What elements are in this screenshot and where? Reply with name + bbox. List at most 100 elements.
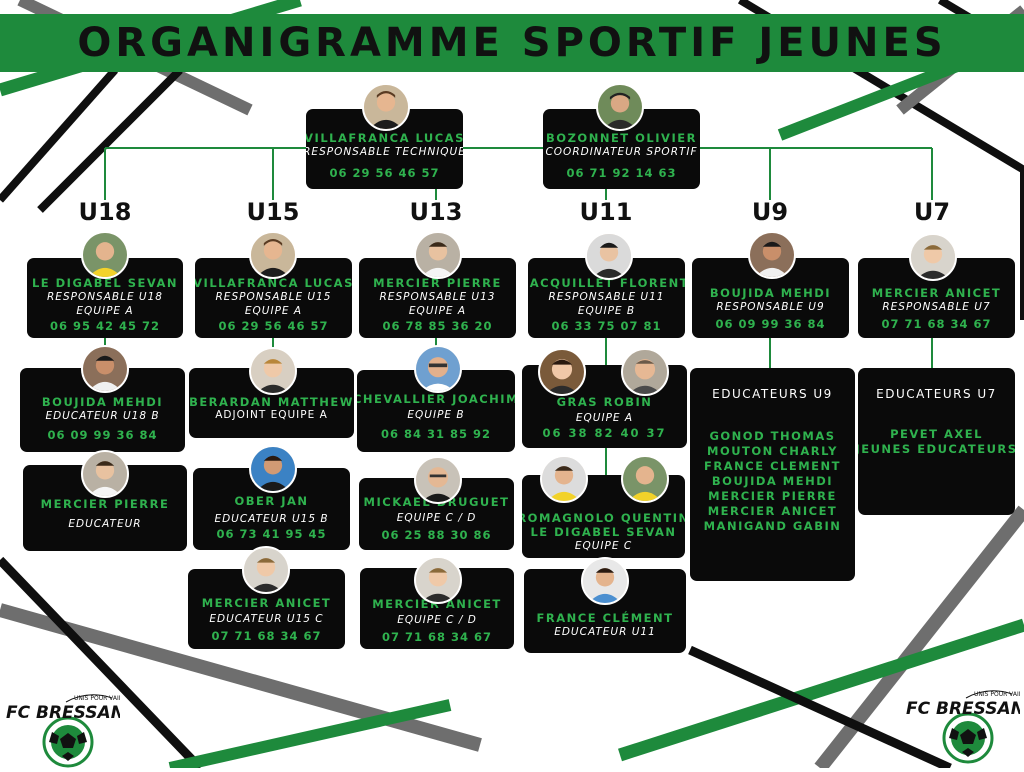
card-u7-educateurs: EDUCATEURS U7 PEVET AXEL JEUNES EDUCATEU… <box>858 368 1015 515</box>
person-name: JACQUILLET FLORENT <box>528 276 685 290</box>
person-phone: 06 09 99 36 84 <box>715 317 826 331</box>
club-crest-icon: FC BRESSANS UNIS POUR VAINCRE <box>906 690 1024 764</box>
person-phone: 06 84 31 85 92 <box>380 427 492 441</box>
card-u15-adjoint: BERARDAN MATTHEW ADJOINT EQUIPE A <box>189 368 354 438</box>
person-name: FRANCE CLÉMENT <box>536 611 674 625</box>
title-banner: ORGANIGRAMME SPORTIF JEUNES <box>0 14 1024 72</box>
person-phone: 06 71 92 14 63 <box>566 166 677 180</box>
person-phone: 06 29 56 46 57 <box>329 166 440 180</box>
person-name: BERARDAN MATTHEW <box>189 395 354 409</box>
avatar <box>249 445 297 493</box>
avatar <box>414 231 462 279</box>
category-label-u15: U15 <box>246 198 300 226</box>
avatar <box>242 546 290 594</box>
person-phone: 07 71 68 34 67 <box>211 629 322 643</box>
avatar <box>414 456 462 504</box>
person-name: LE DIGABEL SEVAN <box>31 276 179 290</box>
person-phone: 07 71 68 34 67 <box>881 317 992 331</box>
club-logo-right: FC BRESSANS UNIS POUR VAINCRE <box>904 684 1024 764</box>
educator-name: PEVET AXEL <box>890 427 983 441</box>
avatar <box>585 232 633 280</box>
person-name: MERCIER ANICET <box>201 596 332 610</box>
card-u9-educateurs: EDUCATEURS U9 GONOD THOMAS MOUTON CHARLY… <box>690 368 855 581</box>
person-name: GRAS ROBIN <box>556 394 653 409</box>
avatar <box>81 345 129 393</box>
person-phone: 06 38 82 40 37 <box>542 425 667 440</box>
educator-name: GONOD THOMAS <box>709 429 836 443</box>
person-role: EQUIPE C / D <box>397 613 477 626</box>
person-phone: 06 73 41 95 45 <box>216 527 327 541</box>
category-label-u9: U9 <box>751 198 789 226</box>
person-role: RESPONSABLE U11 <box>548 291 665 303</box>
person-phone: 06 29 56 46 57 <box>218 319 329 333</box>
person-role: EQUIPE C <box>574 539 633 552</box>
person-role: EDUCATEUR <box>68 518 142 530</box>
educator-name: JEUNES EDUCATEURS <box>858 442 1015 456</box>
card-u13-responsable: MERCIER PIERRE RESPONSABLE U13 EQUIPE A … <box>359 258 516 338</box>
person-team: EQUIPE B <box>577 305 636 317</box>
person-phone: 06 95 42 45 72 <box>49 319 161 333</box>
person-role: EQUIPE C / D <box>396 512 477 524</box>
person-role: RESPONSABLE U7 <box>882 301 991 313</box>
person-team: EQUIPE A <box>76 305 134 317</box>
card-u18-responsable: LE DIGABEL SEVAN RESPONSABLE U18 EQUIPE … <box>27 258 183 338</box>
educator-name: FRANCE CLEMENT <box>704 459 841 473</box>
avatar <box>621 455 669 503</box>
page-title: ORGANIGRAMME SPORTIF JEUNES <box>77 20 947 66</box>
person-name: BOZONNET OLIVIER <box>546 131 697 145</box>
avatar <box>540 455 588 503</box>
person-name: MERCIER PIERRE <box>373 276 502 290</box>
person-role: EDUCATEUR U11 <box>554 626 656 638</box>
person-role: EQUIPE A <box>575 411 634 424</box>
person-team: EQUIPE A <box>408 305 467 317</box>
avatar <box>538 348 586 396</box>
avatar <box>909 233 957 281</box>
educator-name: MOUTON CHARLY <box>707 444 838 458</box>
person-name: MERCIER PIERRE <box>40 497 170 511</box>
svg-text:UNIS POUR VAINCRE: UNIS POUR VAINCRE <box>974 691 1020 698</box>
person-name: OBER JAN <box>234 494 309 508</box>
card-u9-responsable: BOUJIDA MEHDI RESPONSABLE U9 06 09 99 36… <box>692 258 849 338</box>
person-role: COORDINATEUR SPORTIF <box>545 146 698 158</box>
category-label-u18: U18 <box>78 198 132 226</box>
person-name-2: LE DIGABEL SEVAN <box>530 524 677 539</box>
person-name: MERCIER ANICET <box>871 286 1002 300</box>
person-role: RESPONSABLE U9 <box>716 301 825 313</box>
person-role: RESPONSABLE U13 <box>379 291 496 303</box>
person-role: EDUCATEUR U15 B <box>214 513 329 525</box>
person-name: BOUJIDA MEHDI <box>41 395 164 409</box>
person-role: RESPONSABLE TECHNIQUE <box>306 146 463 158</box>
person-phone: 06 09 99 36 84 <box>47 428 158 442</box>
svg-text:UNIS POUR VAINCRE: UNIS POUR VAINCRE <box>74 695 120 702</box>
person-phone: 06 78 85 36 20 <box>382 319 493 333</box>
avatar <box>249 231 297 279</box>
person-role: RESPONSABLE U18 <box>47 291 163 303</box>
svg-text:FC BRESSANS: FC BRESSANS <box>906 699 1020 719</box>
avatar <box>414 345 462 393</box>
person-phone: 06 33 75 07 81 <box>551 319 662 333</box>
category-label-u7: U7 <box>913 198 951 226</box>
educator-name: MANIGAND GABIN <box>703 519 842 533</box>
person-role: EQUIPE B <box>407 409 465 421</box>
person-phone: 06 25 88 30 86 <box>381 528 492 542</box>
person-role: RESPONSABLE U15 <box>215 291 332 303</box>
card-u15-responsable: VILLAFRANCA LUCAS RESPONSABLE U15 EQUIPE… <box>195 258 352 338</box>
person-team: EQUIPE A <box>244 305 303 317</box>
educator-name: BOUJIDA MEHDI <box>711 474 834 488</box>
club-logo-left: FC BRESSANS UNIS POUR VAINCRE <box>4 688 137 768</box>
svg-text:FC BRESSANS: FC BRESSANS <box>6 703 120 723</box>
card-u11-responsable: JACQUILLET FLORENT RESPONSABLE U11 EQUIP… <box>528 258 685 338</box>
section-header: EDUCATEURS U9 <box>712 387 833 401</box>
educator-name: MERCIER PIERRE <box>708 489 837 503</box>
person-name: VILLAFRANCA LUCAS <box>195 276 352 290</box>
person-role: EDUCATEUR U18 B <box>45 410 160 422</box>
top-card-technical: VILLAFRANCA LUCAS RESPONSABLE TECHNIQUE … <box>306 109 463 189</box>
club-crest-icon: FC BRESSANS UNIS POUR VAINCRE <box>6 694 137 768</box>
avatar <box>596 83 644 131</box>
avatar <box>249 347 297 395</box>
educator-name: MERCIER ANICET <box>707 504 838 518</box>
category-label-u13: U13 <box>409 198 463 226</box>
avatar <box>581 557 629 605</box>
avatar <box>414 556 462 604</box>
avatar <box>362 83 410 131</box>
